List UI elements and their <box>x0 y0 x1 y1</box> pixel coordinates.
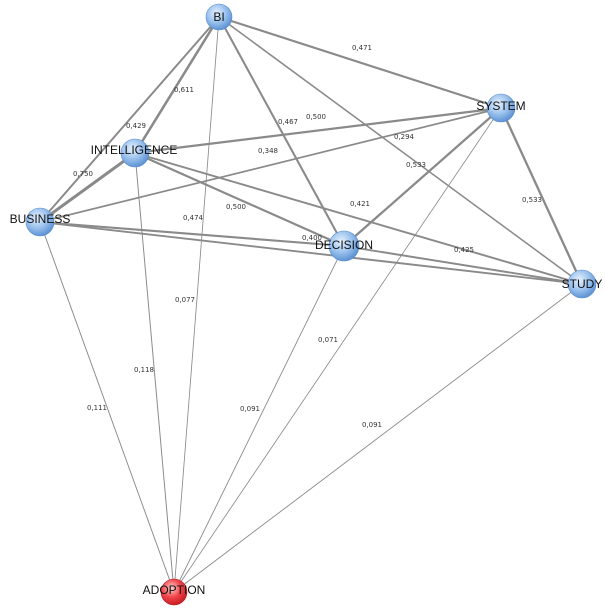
edge-study-adoption <box>173 283 583 593</box>
edge-weight-bi-study: 0,294 <box>394 133 415 141</box>
edge-business-intelligence <box>39 151 136 224</box>
edge-business-adoption <box>39 221 175 593</box>
edges-layer <box>39 15 584 593</box>
node-label-business: BUSINESS <box>10 212 71 226</box>
edge-weight-business-system: 0,348 <box>258 147 278 155</box>
edge-weight-business-study: 0,400 <box>302 234 322 242</box>
edge-intelligence-adoption <box>134 152 175 593</box>
edge-bi-adoption <box>173 16 220 593</box>
node-label-adoption: ADOPTION <box>143 583 206 597</box>
edge-business-system <box>39 107 502 223</box>
nodes-layer <box>25 3 597 606</box>
edge-business-decision <box>39 220 345 248</box>
edge-weight-bi-system: 0,471 <box>352 44 372 52</box>
edge-labels-layer: 0,471 0,611 0,429 0,467 0,294 0,077 0,500 0,348… <box>73 44 542 429</box>
node-label-study: STUDY <box>562 277 603 291</box>
edge-weight-study-adoption: 0,091 <box>362 421 382 429</box>
node-study <box>567 269 597 299</box>
edge-intelligence-study <box>134 152 583 285</box>
edge-decision-adoption <box>173 245 345 593</box>
edge-weight-decision-system: 0,533 <box>406 161 426 169</box>
node-business <box>25 207 55 237</box>
edge-weight-intelligence-system: 0,500 <box>306 113 326 121</box>
node-label-bi: BI <box>213 10 224 24</box>
edge-weight-intelligence-decision: 0,500 <box>226 203 246 211</box>
edge-weight-system-study: 0,533 <box>522 196 542 204</box>
edge-system-adoption <box>173 107 502 593</box>
edge-bi-study <box>218 16 583 285</box>
node-system <box>486 93 516 123</box>
edge-system-study <box>499 107 584 285</box>
edge-weight-decision-adoption: 0,091 <box>240 405 260 413</box>
node-bi <box>205 3 233 31</box>
node-label-system: SYSTEM <box>476 99 525 113</box>
node-adoption <box>160 578 188 606</box>
edge-bi-system <box>218 15 502 110</box>
node-label-intelligence: INTELLIGENCE <box>91 143 178 157</box>
edge-intelligence-system <box>134 106 502 155</box>
edge-weight-business-decision: 0,474 <box>183 214 204 222</box>
edge-weight-system-adoption: 0,071 <box>318 336 338 344</box>
edge-weight-business-adoption: 0,111 <box>87 404 107 412</box>
edge-business-study <box>39 221 583 285</box>
edge-bi-intelligence <box>133 16 221 154</box>
edge-weight-bi-intelligence: 0,611 <box>174 86 194 94</box>
edge-intelligence-decision <box>134 151 345 248</box>
node-decision <box>328 230 360 262</box>
node-labels-layer: BI SYSTEM INTELLIGENCE BUSINESS DECISION STUD… <box>10 10 603 597</box>
edge-weight-business-intelligence: 0,750 <box>73 170 93 178</box>
edge-decision-system <box>343 107 502 247</box>
edge-weight-bi-business: 0,429 <box>126 122 146 130</box>
edge-weight-bi-adoption: 0,077 <box>175 296 195 304</box>
edge-weight-intelligence-adoption: 0,118 <box>134 366 154 374</box>
node-intelligence <box>120 138 150 168</box>
node-label-decision: DECISION <box>315 238 373 252</box>
edge-weight-intelligence-study: 0,421 <box>350 200 370 208</box>
edge-bi-business <box>39 16 220 223</box>
edge-decision-study <box>343 245 583 285</box>
edge-weight-decision-study: 0,425 <box>454 246 474 254</box>
edge-weight-bi-decision: 0,467 <box>278 118 298 126</box>
